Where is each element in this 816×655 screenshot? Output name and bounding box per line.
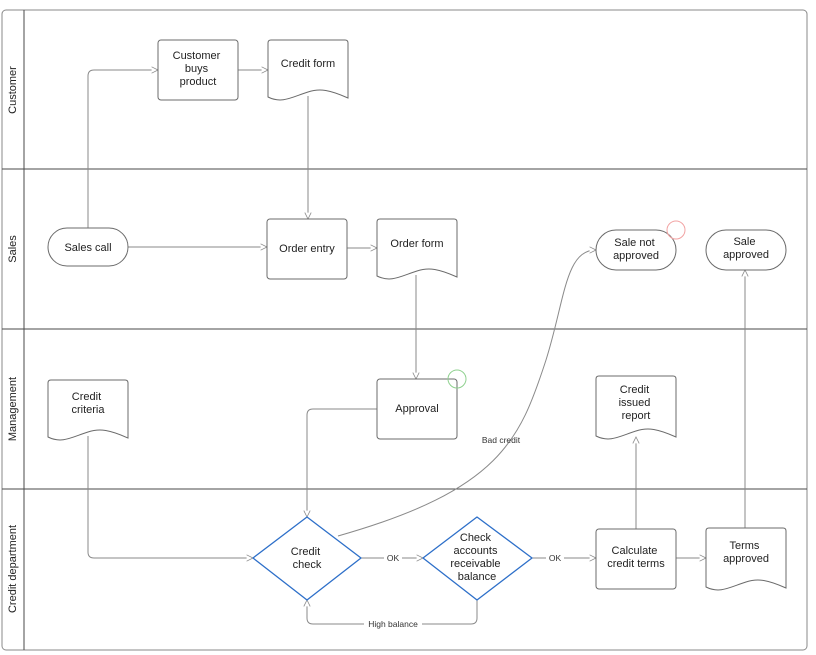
svg-text:Approval: Approval bbox=[395, 403, 438, 415]
svg-text:OK: OK bbox=[387, 553, 400, 563]
process-customer-buys-product[interactable]: Customer buys product bbox=[157, 39, 239, 101]
diagram-frame bbox=[1, 9, 808, 651]
svg-text:Sale approved: Sale approved bbox=[723, 236, 769, 261]
svg-text:Order entry: Order entry bbox=[279, 243, 335, 255]
decision-check-accounts-receivable-balance[interactable]: Check accounts receivable balance bbox=[422, 516, 533, 601]
svg-text:Sales call: Sales call bbox=[64, 242, 111, 254]
terminal-sales-call[interactable]: Sales call bbox=[47, 227, 129, 267]
svg-text:Check accounts rec: Check accounts receivable balance bbox=[450, 532, 503, 583]
document-credit-form[interactable]: Credit form bbox=[267, 39, 349, 101]
terminal-sale-not-approved[interactable]: Sale not approved bbox=[595, 229, 677, 271]
lane-label-credit-department: Credit department bbox=[7, 525, 19, 613]
document-order-form[interactable]: Order form bbox=[376, 218, 458, 280]
document-credit-criteria[interactable]: Credit criteria bbox=[47, 379, 129, 441]
svg-text:Credit form: Credit form bbox=[281, 58, 335, 70]
edge-label-high-balance: High balance bbox=[364, 618, 422, 629]
svg-text:High balance: High balance bbox=[368, 619, 418, 629]
svg-text:Sale not approved: Sale not approved bbox=[613, 237, 659, 262]
svg-text:Order form: Order form bbox=[390, 238, 443, 250]
edge-approval-to-credit-check bbox=[307, 408, 377, 517]
document-credit-issued-report[interactable]: Credit issued report bbox=[595, 375, 677, 440]
svg-text:Terms approved: Terms approved bbox=[723, 540, 769, 565]
edge-credit-criteria-to-credit-check bbox=[87, 436, 253, 558]
process-approval[interactable]: Approval bbox=[376, 378, 458, 440]
svg-text:OK: OK bbox=[549, 553, 562, 563]
svg-text:Credit criteria: Credit criteria bbox=[71, 391, 105, 416]
edge-label-ok-2: OK bbox=[546, 552, 564, 563]
edge-bad-credit bbox=[337, 250, 596, 537]
svg-text:Bad credit: Bad credit bbox=[482, 435, 521, 445]
process-calculate-credit-terms[interactable]: Calculate credit terms bbox=[595, 528, 677, 590]
lane-label-sales: Sales bbox=[7, 235, 19, 263]
lane-label-management: Management bbox=[7, 377, 19, 441]
document-terms-approved[interactable]: Terms approved bbox=[705, 527, 787, 591]
comment-marker-green bbox=[447, 369, 467, 389]
edge-label-bad-credit: Bad credit bbox=[482, 435, 521, 445]
decision-credit-check[interactable]: Credit check bbox=[252, 516, 362, 601]
svg-text:Credit issued repo: Credit issued report bbox=[619, 384, 654, 422]
lane-label-customer: Customer bbox=[7, 66, 19, 114]
svg-text:Calculate credit terms: Calculate credit terms bbox=[607, 545, 665, 570]
comment-marker-red bbox=[666, 220, 686, 240]
svg-text:Credit check: Credit check bbox=[291, 546, 323, 571]
edge-label-ok-1: OK bbox=[384, 552, 402, 563]
svg-text:Customer buys prod: Customer buys product bbox=[173, 50, 224, 88]
terminal-sale-approved[interactable]: Sale approved bbox=[705, 229, 787, 271]
process-order-entry[interactable]: Order entry bbox=[266, 218, 348, 280]
edge-sales-call-to-customer-buys bbox=[87, 70, 158, 228]
